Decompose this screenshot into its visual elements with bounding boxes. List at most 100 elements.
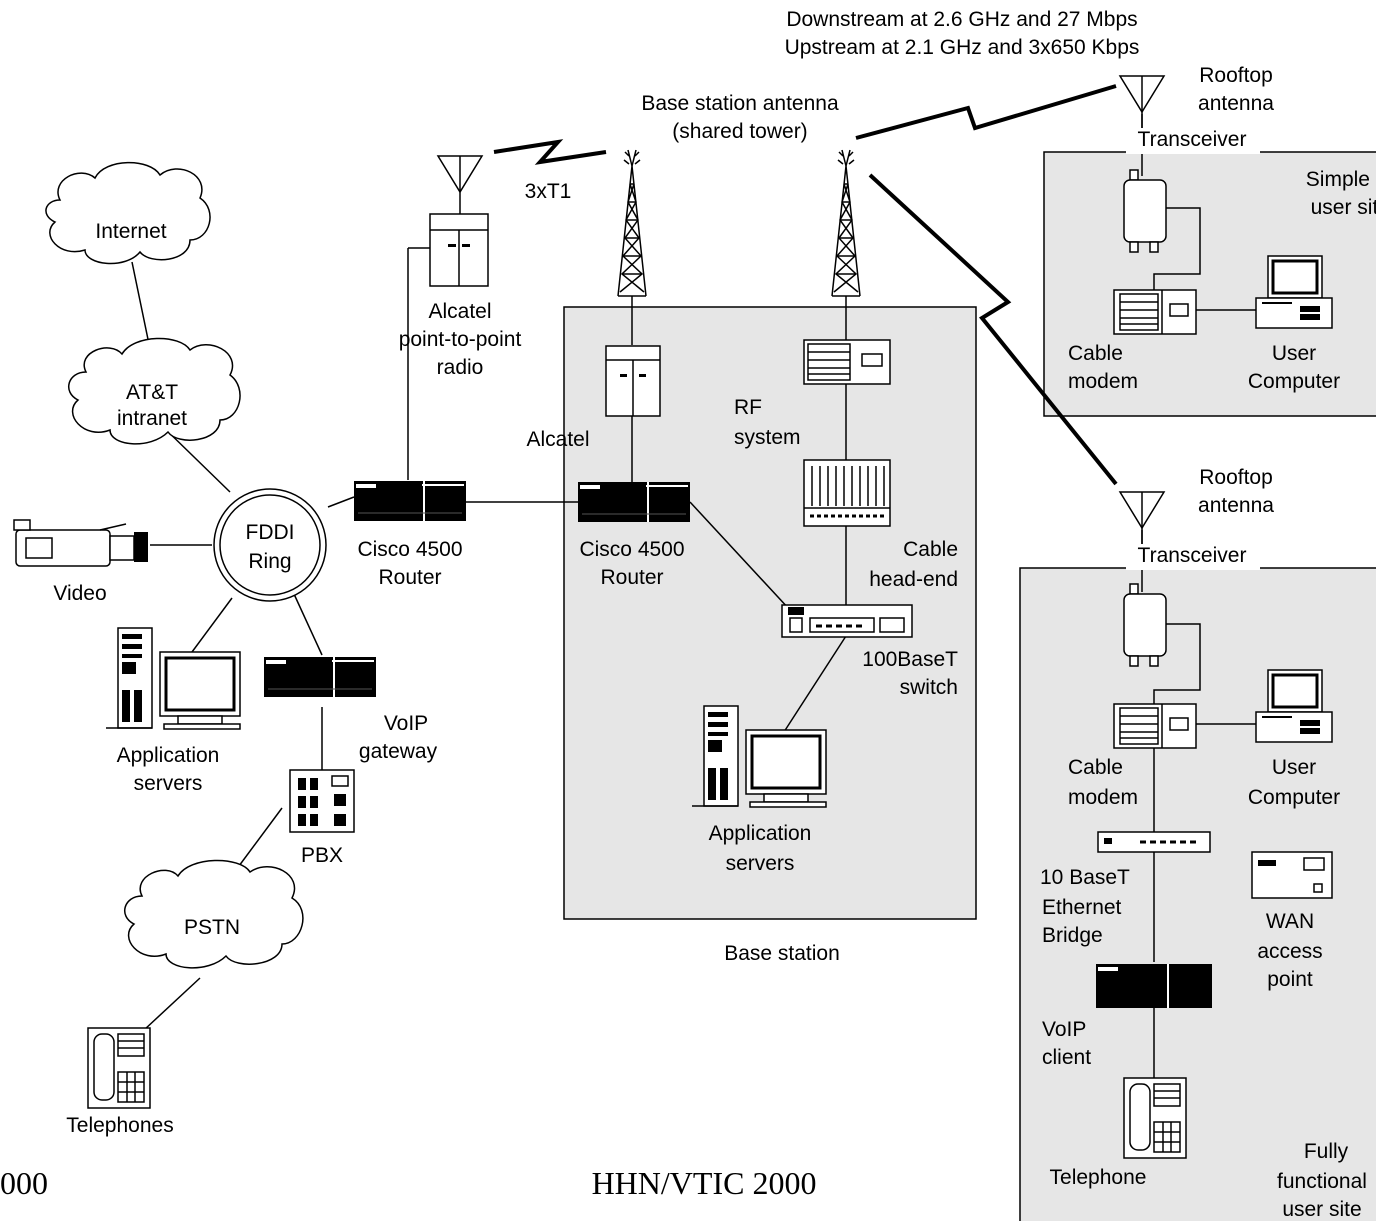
alcatel-radio-antenna-icon [437,155,483,215]
alcatel-p2p-label-1: Alcatel [428,300,491,323]
transceiver-full-label-bg [1126,544,1260,570]
app-servers-base-label-2: servers [726,852,795,875]
simple-site-title-2: user site [1311,196,1376,219]
footer-center: HHN/VTIC 2000 [592,1165,817,1201]
switch-label-2: switch [900,676,958,699]
base-station-caption: Base station [724,942,840,965]
footer-left: 000 [0,1165,48,1201]
switch-label-1: 100BaseT [862,648,958,671]
rf-system-label-1: RF [734,396,762,419]
cisco-router-base-icon [577,481,691,523]
simple-cable-modem-label-2: modem [1068,370,1138,393]
simple-user-computer-label-1: User [1272,342,1316,365]
pbx-icon [289,769,355,833]
simple-transceiver-label: Transceiver [1138,128,1247,151]
telephones-icon [87,1027,151,1109]
internet-cloud: Internet [45,161,211,265]
alcatel-p2p-label-2: point-to-point [399,328,522,351]
base-station-antenna-label-2: (shared tower) [672,120,807,143]
rf-system-label-2: system [734,426,801,449]
telephones-label: Telephones [66,1114,173,1137]
voip-client-label-2: client [1042,1046,1091,1069]
simple-cable-modem-label-1: Cable [1068,342,1123,365]
connection-lines [131,114,1258,1080]
cable-modem-simple-icon [1113,289,1197,335]
video-label: Video [53,582,106,605]
cisco-left-label-2: Router [378,566,441,589]
cable-headend-icon [803,459,891,527]
full-rooftop-label-2: antenna [1198,494,1274,517]
full-rooftop-label-1: Rooftop [1199,466,1273,489]
wan-label-2: access [1257,940,1322,963]
fddi-label-2: Ring [248,550,291,573]
bridge-label-3: Bridge [1042,924,1103,947]
telephone-full-icon [1123,1077,1187,1159]
bridge-label-2: Ethernet [1042,896,1122,919]
app-servers-left-label-1: Application [117,744,220,767]
video-camera-icon [13,519,148,567]
full-site-title-3: user site [1282,1198,1361,1221]
simple-rooftop-label-1: Rooftop [1199,64,1273,87]
cisco-router-left-icon [353,480,467,522]
transceiver-simple-icon [1123,169,1167,253]
user-computer-full-icon [1254,668,1334,744]
pbx-label: PBX [301,844,343,867]
full-cable-modem-label-1: Cable [1068,756,1123,779]
tower-left-icon [617,149,647,297]
transceiver-full-icon [1123,583,1167,667]
voip-gateway-label-1: VoIP [384,712,428,735]
pstn-label: PSTN [184,916,240,939]
full-user-computer-label-1: User [1272,756,1316,779]
user-computer-simple-icon [1254,254,1334,330]
cable-modem-full-icon [1113,703,1197,749]
full-site-title-2: functional [1277,1170,1367,1193]
simple-site-title-1: Simple [1306,168,1370,191]
simple-user-computer-label-2: Computer [1248,370,1340,393]
app-servers-left-label-2: servers [134,772,203,795]
voip-client-icon [1096,964,1212,1008]
wan-label-1: WAN [1266,910,1314,933]
downstream-label: Downstream at 2.6 GHz and 27 Mbps [786,8,1137,31]
base-station-antenna-label-1: Base station antenna [641,92,839,115]
voip-client-label-1: VoIP [1042,1018,1086,1041]
alcatel-base-icon [605,345,661,417]
fddi-label-1: FDDI [246,521,295,544]
simple-rooftop-label-2: antenna [1198,92,1274,115]
cable-headend-label-1: Cable [903,538,958,561]
internet-label: Internet [95,220,166,243]
application-servers-left-icon [104,626,242,731]
cisco-left-label-1: Cisco 4500 [357,538,462,561]
rf-system-icon [803,339,891,385]
upstream-label: Upstream at 2.1 GHz and 3x650 Kbps [785,36,1140,59]
rooftop-antenna-simple-icon [1119,75,1165,135]
alcatel-base-label: Alcatel [526,428,589,451]
att-intranet-cloud: AT&T intranet [68,337,241,445]
voip-gateway-icon [263,656,377,698]
alcatel-p2p-label-3: radio [437,356,484,379]
wireless-links [493,84,1118,486]
full-site-title-1: Fully [1304,1140,1349,1163]
wan-access-point-icon [1251,851,1333,899]
app-servers-base-label-1: Application [709,822,812,845]
transceiver-simple-label-bg [1126,128,1260,154]
fddi-ring: FDDI Ring [213,488,327,602]
bridge-label-1: 10 BaseT [1040,866,1130,889]
rooftop-antenna-full-icon [1119,491,1165,551]
tower-right-icon [831,149,861,297]
telephone-label: Telephone [1050,1166,1147,1189]
cisco-base-label-1: Cisco 4500 [579,538,684,561]
link-3xt1-label: 3xT1 [525,180,572,203]
voip-gateway-label-2: gateway [359,740,438,763]
full-cable-modem-label-2: modem [1068,786,1138,809]
alcatel-radio-icon [429,213,489,287]
full-user-computer-label-2: Computer [1248,786,1340,809]
switch-100baset-icon [781,604,913,638]
cable-headend-label-2: head-end [869,568,958,591]
wan-label-3: point [1267,968,1313,991]
ethernet-bridge-icon [1097,831,1211,853]
pstn-cloud: PSTN [124,859,304,969]
cisco-base-label-2: Router [600,566,663,589]
att-label-2: intranet [117,407,187,430]
att-label-1: AT&T [126,381,178,404]
